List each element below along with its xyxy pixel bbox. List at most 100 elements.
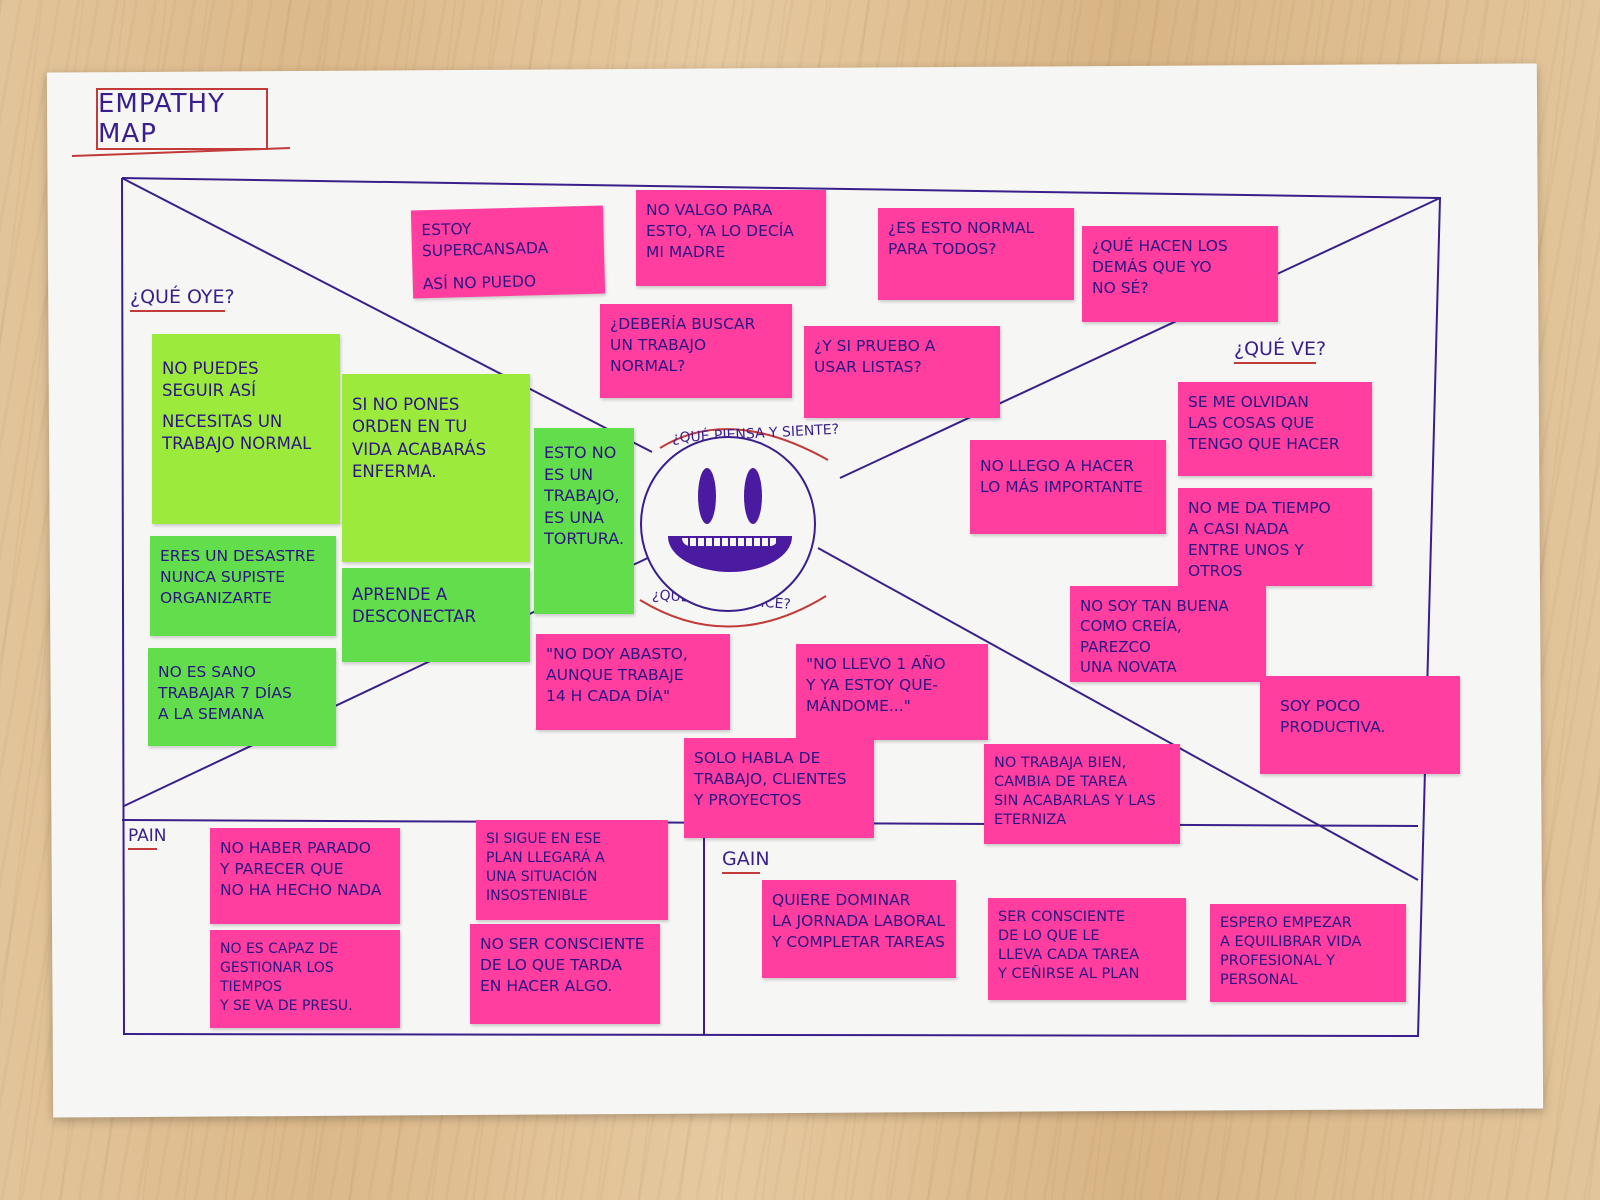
- note-line: ¿Y SI PRUEBO A: [814, 337, 936, 355]
- section-label-pain: PAIN: [128, 826, 167, 850]
- section-label-hears-left: ¿QUÉ OYE?: [130, 286, 235, 312]
- note-line: SI SIGUE EN ESE: [486, 831, 602, 847]
- note-line: TRABAJAR 7 DÍAS: [158, 683, 292, 702]
- note-line: A EQUILIBRAR VIDA: [1220, 933, 1362, 950]
- note-line: Y CEÑIRSE AL PLAN: [998, 965, 1140, 982]
- sticky-note: ESTO NO ES UN TRABAJO, ES UNA TORTURA.: [534, 428, 634, 614]
- sticky-note: "NO LLEVO 1 AÑO Y YA ESTOY QUE- MÁNDOME.…: [796, 644, 988, 740]
- sticky-note: ESTOY SUPERCANSADA ASÍ NO PUEDO SEGUIR: [410, 205, 606, 299]
- note-line: Y COMPLETAR TAREAS: [772, 932, 946, 951]
- sticky-note: NO SOY TAN BUENA COMO CREÍA, PAREZCO UNA…: [1070, 586, 1266, 682]
- note-line: SEGUIR ASÍ: [162, 381, 256, 401]
- note-line: ETERNIZA: [994, 811, 1067, 828]
- note-line: PROFESIONAL Y: [1220, 952, 1335, 969]
- sticky-note: QUIERE DOMINAR LA JORNADA LABORAL Y COMP…: [762, 880, 956, 978]
- section-label-text: PAIN: [128, 826, 167, 846]
- note-line: NO LLEGO A HACER: [980, 457, 1134, 475]
- underline: [722, 872, 760, 874]
- note-line: SOLO HABLA DE: [694, 749, 821, 767]
- note-line: NO ES CAPAZ DE: [220, 941, 339, 957]
- note-line: NO HABER PARADO: [220, 839, 371, 857]
- section-label-text: ¿QUÉ OYE?: [130, 286, 235, 308]
- note-line: NO TRABAJA BIEN,: [994, 755, 1127, 771]
- section-label-text: GAIN: [722, 848, 770, 870]
- section-label-sees-right: ¿QUÉ VE?: [1234, 338, 1327, 364]
- underline: [1234, 362, 1317, 364]
- sticky-note: ERES UN DESASTRE NUNCA SUPISTE ORGANIZAR…: [150, 536, 336, 636]
- note-line: ¿ES ESTO NORMAL: [888, 219, 1035, 237]
- note-line: NO SOY TAN BUENA: [1080, 597, 1229, 615]
- note-line: NO HA HECHO NADA: [220, 880, 382, 899]
- note-line: COMO CREÍA, PAREZCO: [1080, 617, 1182, 656]
- note-line: LLEVA CADA TAREA: [998, 946, 1140, 963]
- note-line: TENGO QUE HACER: [1188, 434, 1340, 453]
- note-line: LO MÁS IMPORTANTE: [980, 477, 1143, 496]
- note-line: NO VALGO PARA: [646, 201, 773, 219]
- note-line: ES UNA: [544, 507, 604, 527]
- note-line: LAS COSAS QUE: [1188, 413, 1315, 432]
- sticky-note: SOLO HABLA DE TRABAJO, CLIENTES Y PROYEC…: [684, 738, 874, 838]
- smile-teeth: [682, 538, 778, 546]
- note-line: ESPERO EMPEZAR: [1220, 915, 1352, 931]
- section-label-gain: GAIN: [722, 848, 770, 874]
- note-line: LA JORNADA LABORAL: [772, 911, 945, 930]
- note-line: MÁNDOME...": [806, 696, 911, 715]
- note-line: Y YA ESTOY QUE-: [806, 675, 938, 694]
- underline: [130, 310, 225, 312]
- sticky-note: SI NO PONES ORDEN EN TU VIDA ACABARÁS EN…: [342, 374, 530, 562]
- sticky-note: APRENDE A DESCONECTAR: [342, 568, 530, 662]
- right-eye: [744, 468, 762, 524]
- note-line: PERSONAL: [1220, 971, 1298, 988]
- note-line: NO ME DA TIEMPO: [1188, 499, 1331, 517]
- sticky-note: ¿QUÉ HACEN LOS DEMÁS QUE YO NO SÉ?: [1082, 226, 1278, 322]
- note-line: ERES UN DESASTRE: [160, 547, 316, 565]
- note-line: UN TRABAJO: [610, 335, 707, 354]
- note-line: GESTIONAR LOS TIEMPOS: [220, 959, 334, 995]
- note-line: CAMBIA DE TAREA: [994, 773, 1128, 790]
- note-line: ESTOY SUPERCANSADA: [421, 219, 549, 261]
- note-line: DE LO QUE LE: [998, 927, 1100, 944]
- note-line: DEMÁS QUE YO: [1092, 257, 1212, 276]
- sticky-note: "NO DOY ABASTO, AUNQUE TRABAJE 14 h CADA…: [536, 634, 730, 730]
- sticky-note: NO SER CONSCIENTE DE LO QUE TARDA EN HAC…: [470, 924, 660, 1024]
- sticky-note: ¿ES ESTO NORMAL PARA TODOS?: [878, 208, 1074, 300]
- sticky-note: SE ME OLVIDAN LAS COSAS QUE TENGO QUE HA…: [1178, 382, 1372, 476]
- smiley-face-icon: [640, 436, 816, 612]
- sticky-note: NO ES SANO TRABAJAR 7 DÍAS A LA SEMANA: [148, 648, 336, 746]
- note-line: ENTRE UNOS Y OTROS: [1188, 540, 1304, 580]
- note-line: MI MADRE: [646, 242, 726, 261]
- note-line: Y PARECER QUE: [220, 859, 344, 878]
- note-line: NO SER CONSCIENTE: [480, 935, 645, 953]
- note-line: TORTURA.: [544, 529, 625, 549]
- note-line: VIDA ACABARÁS: [352, 439, 487, 459]
- note-line: UNA SITUACIÓN INSOSTENIBLE: [486, 868, 598, 904]
- note-line: SIN ACABARLAS Y LAS: [994, 792, 1156, 809]
- sticky-note: NO LLEGO A HACER LO MÁS IMPORTANTE: [970, 440, 1166, 534]
- note-line: A CASI NADA: [1188, 519, 1289, 538]
- sticky-note: NO VALGO PARA ESTO, YA LO DECÍA MI MADRE: [636, 190, 826, 286]
- note-line: NUNCA SUPISTE: [160, 567, 286, 586]
- sticky-note: SOY POCO PRODUCTIVA.: [1260, 676, 1460, 774]
- note-line: SOY POCO: [1280, 697, 1361, 715]
- note-line: ESTO, YA LO DECÍA: [646, 221, 794, 240]
- sticky-note: NO HABER PARADO Y PARECER QUE NO HA HECH…: [210, 828, 400, 924]
- note-line: UNA NOVATA: [1080, 657, 1177, 676]
- sticky-note: ESPERO EMPEZAR A EQUILIBRAR VIDA PROFESI…: [1210, 904, 1406, 1002]
- sticky-note: NO ME DA TIEMPO A CASI NADA ENTRE UNOS Y…: [1178, 488, 1372, 586]
- note-line: EN HACER ALGO.: [480, 976, 613, 995]
- note-line: NORMAL?: [610, 356, 686, 375]
- note-line: SI NO PONES: [352, 395, 460, 414]
- note-line: AUNQUE TRABAJE: [546, 665, 684, 684]
- note-line: 14 h CADA DÍA": [546, 686, 671, 705]
- section-label-text: ¿QUÉ VE?: [1234, 338, 1327, 360]
- note-line: ENFERMA.: [352, 461, 437, 481]
- note-line: DE LO QUE TARDA: [480, 955, 623, 974]
- note-line: ES UN: [544, 464, 594, 484]
- underline: [128, 848, 157, 850]
- sticky-note: SI SIGUE EN ESE PLAN LLEGARÁ A UNA SITUA…: [476, 820, 668, 920]
- note-line: PRODUCTIVA.: [1280, 717, 1386, 736]
- note-line: DESCONECTAR: [352, 607, 476, 627]
- note-line: APRENDE A: [352, 585, 448, 604]
- sticky-note: NO ES CAPAZ DE GESTIONAR LOS TIEMPOS Y S…: [210, 930, 400, 1028]
- note-line: Y PROYECTOS: [694, 790, 802, 809]
